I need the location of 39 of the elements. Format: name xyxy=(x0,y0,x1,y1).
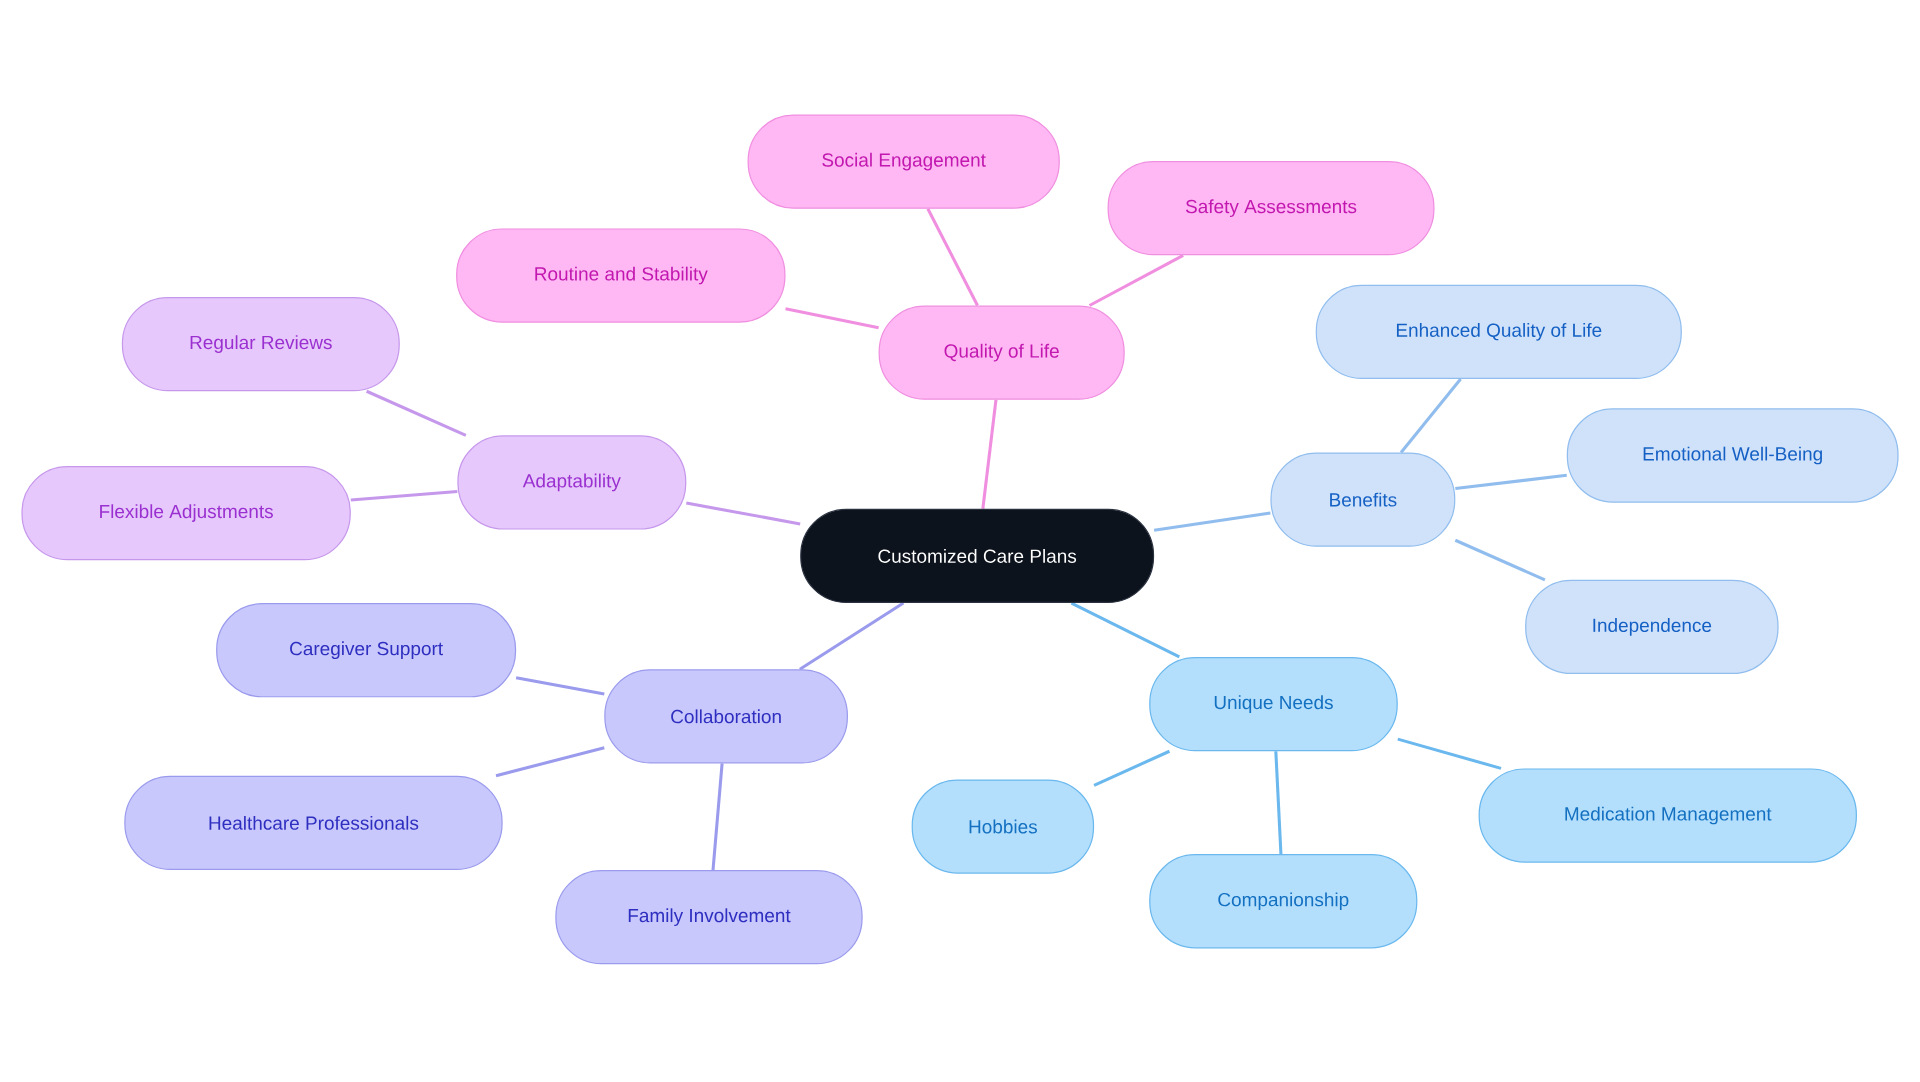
topic-box: Companionship xyxy=(1149,853,1418,949)
branch-box: Adaptability xyxy=(457,435,687,530)
topic-box: Enhanced Quality of Life xyxy=(1315,284,1682,379)
connector-line xyxy=(926,207,979,306)
connector-line xyxy=(1454,538,1546,581)
connector-line xyxy=(1274,750,1283,854)
connector-line xyxy=(1397,737,1502,770)
connector-line xyxy=(686,501,801,526)
topic-box: Hobbies xyxy=(911,779,1095,874)
connector-line xyxy=(495,746,605,777)
topic-box: Healthcare Professionals xyxy=(124,775,503,870)
topic-box: Social Engagement xyxy=(747,114,1060,209)
topic-box: Regular Reviews xyxy=(121,296,400,391)
connector-line xyxy=(1455,473,1567,490)
connector-line xyxy=(1070,601,1180,659)
central-topic-box: Customized Care Plans xyxy=(800,508,1155,603)
topic-box: Routine and Stability xyxy=(456,228,786,323)
connector-line xyxy=(1399,377,1462,454)
connector-line xyxy=(799,601,905,671)
connector-line xyxy=(1088,253,1184,307)
branch-box: Collaboration xyxy=(604,669,848,764)
topic-box: Safety Assessments xyxy=(1107,160,1435,256)
branch-box: Benefits xyxy=(1270,452,1456,547)
connector-line xyxy=(1093,749,1171,787)
topic-box: Flexible Adjustments xyxy=(21,465,351,560)
connector-line xyxy=(366,389,467,437)
topic-box: Medication Management xyxy=(1478,768,1857,863)
branch-box: Quality of Life xyxy=(878,305,1125,400)
topic-box: Independence xyxy=(1525,579,1779,674)
topic-box: Caregiver Support xyxy=(216,602,517,698)
topic-box: Emotional Well-Being xyxy=(1566,408,1899,503)
branch-box: Unique Needs xyxy=(1149,656,1398,751)
connector-line xyxy=(981,399,998,509)
connector-line xyxy=(711,763,724,870)
connector-line xyxy=(785,307,879,329)
connector-line xyxy=(350,489,458,502)
connector-line xyxy=(515,675,605,696)
topic-box: Family Involvement xyxy=(555,869,863,965)
connector-line xyxy=(1153,511,1271,532)
